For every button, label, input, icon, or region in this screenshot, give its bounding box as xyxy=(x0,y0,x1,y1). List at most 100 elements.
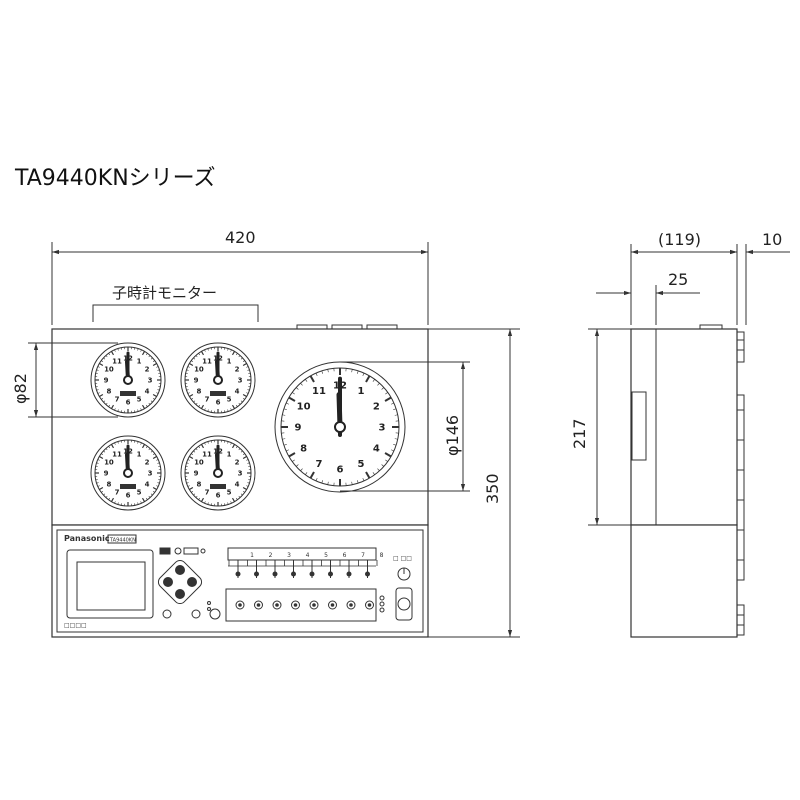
circuit-toggle xyxy=(328,571,333,577)
clock-tick xyxy=(152,455,157,460)
child-clock-3: 121234567891011 xyxy=(90,435,166,511)
clock-tick xyxy=(195,495,198,498)
clock-tick xyxy=(186,369,189,371)
circuit-button[interactable] xyxy=(328,600,337,610)
clock-numeral: 3 xyxy=(238,376,243,384)
clock-numeral: 9 xyxy=(104,376,109,384)
clock-tick xyxy=(391,449,395,452)
circuit-toggle xyxy=(272,571,278,577)
clock-bezel xyxy=(90,342,166,418)
top-tab xyxy=(296,324,328,330)
clock-bezel xyxy=(180,435,256,511)
circuit-toggle xyxy=(309,571,315,577)
clock-tick xyxy=(157,482,160,484)
clock-tick xyxy=(238,402,241,405)
dpad-right-button[interactable] xyxy=(187,577,197,587)
clock-tick xyxy=(186,462,189,464)
circuit-number: 8 xyxy=(380,552,384,559)
circuit-button[interactable] xyxy=(365,600,374,610)
small-indicator xyxy=(207,601,211,605)
circuit-button[interactable] xyxy=(291,600,300,610)
clock-numeral: 4 xyxy=(373,444,380,455)
clock-tick xyxy=(231,444,236,449)
circuit-button[interactable] xyxy=(254,600,263,610)
clock-tick xyxy=(242,397,245,400)
clock-tick xyxy=(108,404,111,407)
dpad-down-button[interactable] xyxy=(175,589,185,599)
small-clock-diameter-dimension: φ82 xyxy=(11,373,30,404)
dpad-left-button[interactable] xyxy=(163,577,173,587)
clock-tick xyxy=(207,409,209,412)
clock-numeral: 6 xyxy=(216,491,221,499)
clock-tick xyxy=(288,452,296,458)
set-button[interactable] xyxy=(162,609,172,619)
clock-tick xyxy=(327,481,329,485)
clock-tick xyxy=(187,459,190,461)
clock-tick xyxy=(246,459,249,461)
clock-tick xyxy=(108,497,111,500)
circuit-button[interactable] xyxy=(346,600,356,610)
clock-tick xyxy=(321,480,323,484)
circuit-button[interactable] xyxy=(235,600,245,610)
clock-tick xyxy=(242,453,245,456)
clock-tick xyxy=(238,448,241,451)
clock-tick xyxy=(315,372,318,376)
clock-tick xyxy=(235,497,238,500)
clock-numeral: 5 xyxy=(137,396,142,404)
circuit-number: 5 xyxy=(324,552,328,559)
clock-tick xyxy=(152,360,155,363)
clock-tick xyxy=(157,369,160,371)
clock-tick xyxy=(103,450,106,453)
clock-tick xyxy=(145,497,148,500)
clock-numeral: 2 xyxy=(373,402,380,413)
clock-tick xyxy=(187,366,190,368)
clock-tick xyxy=(231,404,236,409)
clock-tick xyxy=(242,490,245,493)
large-clock-diameter-dimension: φ146 xyxy=(443,415,462,456)
clock-tick xyxy=(96,462,99,464)
mounting-bracket xyxy=(736,394,745,581)
clock-tick xyxy=(156,485,159,487)
clock-tick xyxy=(137,409,139,412)
clock-tick xyxy=(227,502,229,505)
clock-tick xyxy=(285,449,289,452)
front-view: 1212345678910111212345678910111212345678… xyxy=(51,324,429,638)
power-switch[interactable] xyxy=(395,587,413,621)
clock-numeral: 4 xyxy=(235,387,240,395)
clock-numeral: 11 xyxy=(202,357,212,365)
clock-tick xyxy=(189,455,194,460)
clock-tick xyxy=(230,501,232,504)
clock-hub xyxy=(123,468,133,478)
clock-numeral: 4 xyxy=(235,480,240,488)
clock-numeral: 10 xyxy=(297,402,311,413)
clock-tick xyxy=(117,409,119,412)
lcd-display-frame[interactable] xyxy=(66,549,154,619)
direction-pad[interactable] xyxy=(156,558,204,606)
clock-numeral: 2 xyxy=(145,458,150,466)
clock-tick xyxy=(285,402,289,405)
small-indicator xyxy=(207,607,211,611)
clock-label-plate xyxy=(210,391,226,396)
clock-numeral: 11 xyxy=(112,357,122,365)
power-switch-knob[interactable] xyxy=(397,597,411,611)
clock-hub xyxy=(123,375,133,385)
enter-button[interactable] xyxy=(191,609,201,619)
clock-tick xyxy=(96,482,99,484)
clock-tick xyxy=(156,392,159,394)
circuit-button[interactable] xyxy=(272,600,282,610)
panel-button[interactable] xyxy=(209,608,221,620)
clock-numeral: 6 xyxy=(337,465,344,476)
dpad-up-button[interactable] xyxy=(175,565,185,575)
indicator-led xyxy=(174,547,182,555)
model-badge-frame xyxy=(107,534,137,544)
clock-tick xyxy=(204,442,206,445)
clock-numeral: 2 xyxy=(145,365,150,373)
control-panel-inner-frame xyxy=(56,529,424,633)
circuit-button[interactable] xyxy=(309,600,319,610)
clock-numeral: 3 xyxy=(379,423,386,434)
indicator-strip xyxy=(183,547,199,555)
side-height-dimension: 217 xyxy=(570,418,589,449)
clock-tick xyxy=(282,414,286,416)
clock-tick xyxy=(198,404,201,407)
circuit-number: 4 xyxy=(306,552,310,559)
